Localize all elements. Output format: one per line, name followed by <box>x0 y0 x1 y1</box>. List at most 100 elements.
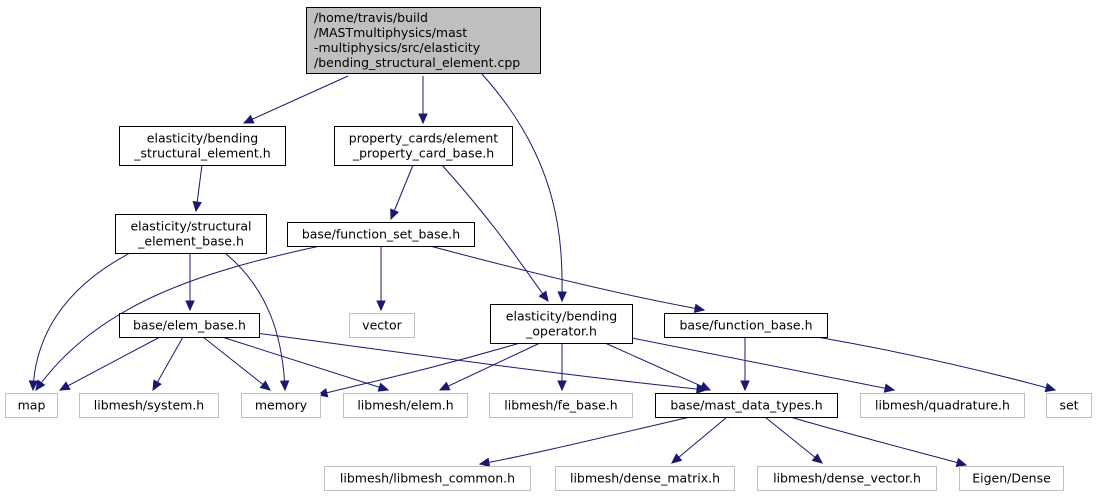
edge-bop_h-to-mdt_h-arrowhead <box>699 381 712 391</box>
node-label: /home/travis/build <box>314 10 428 25</box>
node-box <box>5 393 58 418</box>
node-mdt-h[interactable]: base/mast_data_types.h <box>655 393 838 418</box>
node-label: libmesh/fe_base.h <box>504 398 617 413</box>
node-label: libmesh/dense_matrix.h <box>570 471 720 486</box>
node-box <box>79 393 219 418</box>
node-label: _element_base.h <box>137 234 244 249</box>
edge-ebase_h-to-memory-arrowhead <box>259 380 271 391</box>
node-label: elasticity/bending <box>147 131 258 146</box>
node-fsb-h[interactable]: base/function_set_base.h <box>287 222 475 247</box>
edge-bop_h-to-memory <box>317 342 521 396</box>
node-seb-h[interactable]: elasticity/structural_element_base.h <box>115 214 267 254</box>
node-label: map <box>18 398 46 413</box>
node-label: vector <box>362 318 403 333</box>
node-label: libmesh/elem.h <box>357 398 453 413</box>
node-label: libmesh/system.h <box>94 398 204 413</box>
node-elem-h: libmesh/elem.h <box>343 393 468 418</box>
node-box <box>343 393 468 418</box>
edge-seb_h-to-map <box>32 252 131 391</box>
node-box <box>860 393 1025 418</box>
edge-seb_h-to-map-arrowhead <box>28 380 39 392</box>
node-label: base/mast_data_types.h <box>670 398 822 413</box>
edge-pcb_h-to-fsb_h <box>390 164 414 220</box>
edge-root-to-bop_h-arrowhead <box>557 291 567 303</box>
node-common-h: libmesh/libmesh_common.h <box>324 466 531 491</box>
edge-mdt_h-to-common_h <box>479 416 691 465</box>
node-box <box>757 466 937 491</box>
node-fe-base-h: libmesh/fe_base.h <box>489 393 633 418</box>
node-bop-h[interactable]: elasticity/bending_operator.h <box>490 304 633 344</box>
edge-mdt_h-to-dmat_h <box>671 416 728 464</box>
node-label: /MASTmultiphysics/mast <box>314 25 467 40</box>
node-box <box>555 466 735 491</box>
node-bse-h[interactable]: elasticity/bending_structural_element.h <box>119 126 286 166</box>
edge-bop_h-to-elem_h-arrowhead <box>438 381 451 391</box>
node-box <box>664 313 828 338</box>
edge-root-to-pcb_h-arrowhead <box>418 113 428 125</box>
edge-fb_h-to-set-arrowhead <box>1044 382 1057 393</box>
node-label: _structural_element.h <box>133 146 270 161</box>
edge-mdt_h-to-dvec_h <box>764 416 823 464</box>
node-label: base/function_set_base.h <box>302 227 460 242</box>
edge-mdt_h-to-dmat_h-arrowhead <box>671 453 683 464</box>
edge-pcb_h-to-bop_h <box>441 164 549 302</box>
node-ebase-h[interactable]: base/elem_base.h <box>119 313 260 338</box>
node-label: Eigen/Dense <box>972 471 1051 486</box>
node-box <box>306 7 541 74</box>
node-memory: memory <box>241 393 321 418</box>
node-box <box>324 466 531 491</box>
node-label: _operator.h <box>525 324 597 339</box>
edge-bop_h-to-quad_h <box>631 337 895 391</box>
node-label: libmesh/dense_vector.h <box>773 471 921 486</box>
edges-layer <box>28 72 1057 468</box>
node-label: set <box>1059 398 1078 413</box>
node-box <box>287 222 475 247</box>
node-box <box>241 393 321 418</box>
edge-fsb_h-to-vector-arrowhead <box>376 300 386 312</box>
node-box <box>1046 393 1092 418</box>
edge-mdt_h-to-common_h-arrowhead <box>478 457 491 468</box>
node-pcb-h[interactable]: property_cards/element_property_card_bas… <box>334 126 513 166</box>
node-label: libmesh/quadrature.h <box>875 398 1010 413</box>
edge-fsb_h-to-map-arrowhead <box>35 379 46 392</box>
node-label: _property_card_base.h <box>352 146 494 161</box>
node-label: -multiphysics/src/elasticity <box>314 40 481 55</box>
edge-mdt_h-to-eigen-arrowhead <box>955 457 968 468</box>
node-quad-h: libmesh/quadrature.h <box>860 393 1025 418</box>
node-fb-h[interactable]: base/function_base.h <box>664 313 828 338</box>
edge-fsb_h-to-map <box>35 245 321 391</box>
node-box <box>655 393 838 418</box>
node-system-h: libmesh/system.h <box>79 393 219 418</box>
node-label: /bending_structural_element.cpp <box>314 55 520 70</box>
edge-mdt_h-to-eigen <box>789 416 967 466</box>
edge-ebase_h-to-map-arrowhead <box>58 381 71 391</box>
node-box <box>489 393 633 418</box>
node-set: set <box>1046 393 1092 418</box>
node-root[interactable]: /home/travis/build/MASTmultiphysics/mast… <box>306 7 541 74</box>
edge-ebase_h-to-system_h <box>152 336 184 391</box>
node-label: memory <box>255 398 308 413</box>
edge-ebase_h-to-elem_h <box>221 336 389 391</box>
node-dvec-h: libmesh/dense_vector.h <box>757 466 937 491</box>
node-map: map <box>5 393 58 418</box>
edge-fb_h-to-mdt_h-arrowhead <box>740 380 750 392</box>
edge-fsb_h-to-fb_h-arrowhead <box>693 303 706 314</box>
edge-ebase_h-to-system_h-arrowhead <box>152 379 162 392</box>
node-label: base/function_base.h <box>679 318 812 333</box>
edge-pcb_h-to-fsb_h-arrowhead <box>390 208 400 221</box>
edge-fsb_h-to-fb_h <box>429 245 705 311</box>
node-box <box>349 313 415 338</box>
node-box <box>334 126 513 166</box>
node-box <box>490 304 633 344</box>
node-label: property_cards/element <box>349 131 499 146</box>
edge-bop_h-to-mdt_h <box>604 342 711 391</box>
node-label: elasticity/structural <box>130 219 251 234</box>
node-label: libmesh/libmesh_common.h <box>340 471 515 486</box>
node-vector: vector <box>349 313 415 338</box>
node-eigen: Eigen/Dense <box>959 466 1064 491</box>
edge-bop_h-to-elem_h <box>439 342 541 391</box>
node-box <box>119 313 260 338</box>
node-label: elasticity/bending <box>506 309 617 324</box>
edge-bop_h-to-quad_h-arrowhead <box>883 383 896 393</box>
